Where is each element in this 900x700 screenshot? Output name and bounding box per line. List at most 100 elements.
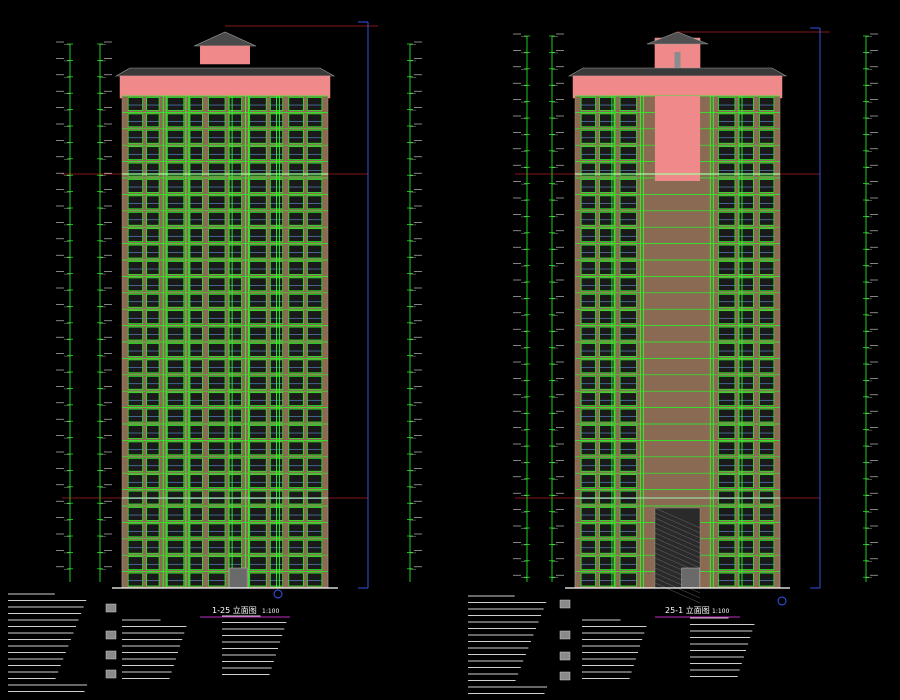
- window: [619, 162, 637, 177]
- window: [619, 359, 637, 374]
- window: [759, 261, 775, 275]
- window: [738, 523, 754, 538]
- window: [718, 129, 736, 144]
- window: [307, 474, 323, 488]
- window: [146, 457, 160, 472]
- window: [619, 343, 637, 357]
- window: [759, 343, 775, 357]
- window: [718, 425, 736, 439]
- window: [249, 129, 267, 144]
- window: [619, 572, 637, 587]
- hatch-line: [654, 512, 701, 534]
- window: [228, 228, 242, 242]
- window: [718, 261, 736, 275]
- window: [208, 425, 226, 439]
- window: [307, 146, 323, 160]
- window: [759, 539, 775, 554]
- hatch-line: [654, 572, 701, 594]
- window: [208, 326, 226, 341]
- legend-swatch: [559, 630, 571, 640]
- window: [580, 179, 596, 193]
- window: [189, 457, 203, 472]
- window: [738, 556, 754, 570]
- window: [208, 293, 226, 308]
- window: [619, 441, 637, 456]
- window: [599, 359, 615, 374]
- roof-pavilion: [200, 45, 250, 65]
- window: [759, 179, 775, 193]
- window: [166, 277, 185, 292]
- window: [208, 507, 226, 521]
- window: [127, 523, 143, 538]
- window: [249, 97, 267, 111]
- window: [718, 113, 736, 128]
- window: [599, 162, 615, 177]
- window: [146, 572, 160, 587]
- window: [228, 474, 242, 488]
- window: [288, 343, 304, 357]
- window: [619, 326, 637, 341]
- window: [228, 129, 242, 144]
- window: [249, 507, 267, 521]
- window: [718, 293, 736, 308]
- window: [127, 195, 143, 210]
- window: [146, 97, 160, 111]
- window: [718, 408, 736, 423]
- left-right-dimension-ladder: [407, 41, 422, 582]
- window: [146, 211, 160, 226]
- window: [249, 261, 267, 275]
- legend-swatch: [105, 630, 117, 640]
- window: [619, 211, 637, 226]
- right-building-facade: [515, 27, 830, 604]
- window: [127, 244, 143, 259]
- window: [759, 474, 775, 488]
- window: [307, 261, 323, 275]
- window: [189, 375, 203, 390]
- window: [759, 146, 775, 160]
- right-inner-dimension-ladder: [549, 33, 564, 582]
- window: [580, 392, 596, 406]
- window: [166, 425, 185, 439]
- window: [249, 539, 267, 554]
- window: [189, 556, 203, 570]
- window: [228, 211, 242, 226]
- window: [249, 457, 267, 472]
- window: [166, 244, 185, 259]
- window: [166, 392, 185, 406]
- window: [146, 146, 160, 160]
- window: [288, 244, 304, 259]
- window: [599, 113, 615, 128]
- window: [166, 228, 185, 242]
- window: [127, 507, 143, 521]
- window: [208, 146, 226, 160]
- window: [718, 457, 736, 472]
- window: [146, 539, 160, 554]
- window: [738, 228, 754, 242]
- window: [599, 277, 615, 292]
- window: [599, 129, 615, 144]
- window: [718, 441, 736, 456]
- window: [619, 556, 637, 570]
- window: [307, 457, 323, 472]
- window: [599, 572, 615, 587]
- window: [166, 310, 185, 324]
- window: [738, 244, 754, 259]
- window: [208, 97, 226, 111]
- window: [288, 556, 304, 570]
- window: [208, 572, 226, 587]
- window: [249, 326, 267, 341]
- window: [249, 556, 267, 570]
- window: [288, 359, 304, 374]
- window: [249, 343, 267, 357]
- window: [738, 261, 754, 275]
- window: [228, 244, 242, 259]
- window: [189, 113, 203, 128]
- window: [127, 228, 143, 242]
- window: [208, 375, 226, 390]
- window: [599, 474, 615, 488]
- window: [619, 425, 637, 439]
- window: [307, 441, 323, 456]
- window: [249, 228, 267, 242]
- window: [189, 326, 203, 341]
